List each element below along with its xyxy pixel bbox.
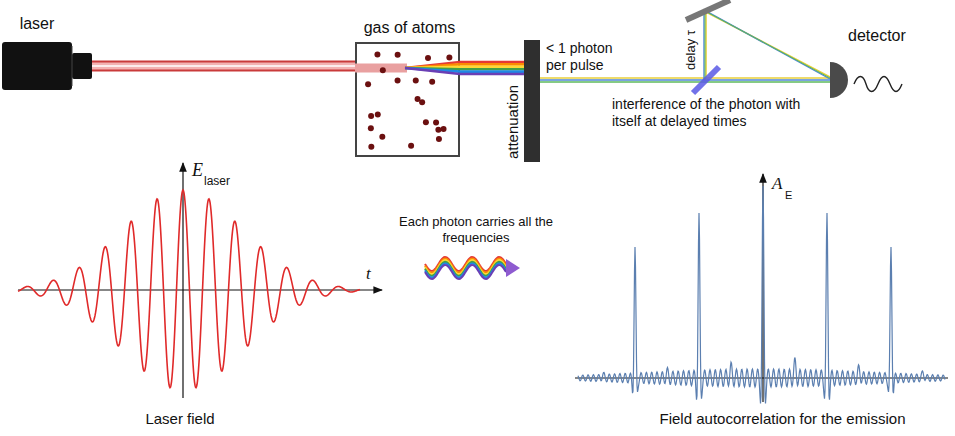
plot-caption: Field autocorrelation for the emission bbox=[615, 410, 950, 428]
delay-arm-beam bbox=[704, 10, 830, 80]
label-holder: E bbox=[785, 189, 801, 202]
atom-dot bbox=[446, 55, 452, 61]
emission-beam bbox=[460, 62, 524, 74]
atom-dot bbox=[380, 67, 386, 73]
atom-dot bbox=[425, 55, 431, 61]
atom-dot bbox=[395, 77, 401, 83]
laser-source: laser bbox=[2, 42, 92, 90]
beam-band bbox=[460, 70, 524, 73]
atom-dot bbox=[413, 77, 419, 83]
autocorrelation-curve bbox=[578, 186, 945, 403]
gas-cell: gas of atoms bbox=[355, 42, 460, 157]
beam-band bbox=[460, 73, 524, 76]
plot-caption: Laser field bbox=[80, 410, 280, 428]
atom-dot bbox=[368, 113, 374, 119]
label-holder: t bbox=[366, 264, 380, 284]
node-label: attenuation bbox=[504, 85, 522, 159]
node-label: detector bbox=[848, 26, 928, 45]
atom-dot bbox=[441, 126, 447, 132]
laser-field-curve bbox=[18, 190, 360, 388]
label-holder: gas of atoms bbox=[347, 18, 472, 37]
gas-cell-shape bbox=[355, 42, 460, 157]
laser-seam bbox=[72, 46, 73, 86]
laser-beam bbox=[92, 66, 355, 67]
beam-band bbox=[460, 61, 524, 64]
axis-subscript: laser bbox=[204, 174, 244, 188]
atom-dot bbox=[368, 144, 374, 150]
atom-dot bbox=[395, 52, 401, 58]
atom-dot bbox=[423, 119, 429, 125]
label-holder: Each photon carries all the frequencies bbox=[396, 214, 556, 245]
beam-core bbox=[92, 63, 355, 70]
atom-dot bbox=[429, 79, 435, 85]
atom-dot bbox=[379, 134, 385, 140]
node-label: laser bbox=[2, 14, 72, 33]
beam-band bbox=[460, 66, 524, 69]
atom-dot bbox=[368, 125, 374, 131]
atom-dot bbox=[408, 143, 414, 149]
atom-dot bbox=[435, 127, 441, 133]
atom-dot bbox=[433, 120, 439, 126]
laser-body bbox=[2, 42, 72, 90]
atom-dot bbox=[415, 96, 421, 102]
atom-dot bbox=[374, 52, 380, 58]
photon-note: < 1 photon per pulse bbox=[546, 40, 630, 74]
beam-band bbox=[460, 63, 524, 66]
field-axis bbox=[182, 163, 183, 398]
detector: detector bbox=[830, 60, 852, 100]
plot-curves bbox=[18, 186, 945, 403]
beam-edge bbox=[92, 61, 355, 72]
label-holder: laser bbox=[204, 174, 244, 188]
single-photon-beam bbox=[540, 78, 830, 82]
laser-beam-inside bbox=[355, 64, 407, 73]
photon-caption: Each photon carries all the frequencies bbox=[396, 214, 556, 245]
beam-band bbox=[540, 81, 830, 83]
label-holder: laser bbox=[2, 14, 72, 33]
label-holder: Laser field bbox=[80, 410, 280, 428]
interference-note: interference of the photon with itself a… bbox=[612, 96, 827, 130]
attenuator: attenuation bbox=[524, 40, 540, 162]
mirror bbox=[686, 0, 730, 20]
node-label: gas of atoms bbox=[347, 18, 472, 37]
laser-nozzle bbox=[72, 53, 92, 79]
photon-wave-head bbox=[506, 259, 520, 277]
beam-center bbox=[92, 65, 355, 67]
emission-beam-inside bbox=[405, 68, 460, 74]
axis-symbol: t bbox=[366, 264, 380, 284]
axis-subscript: E bbox=[785, 189, 801, 202]
atom-dot bbox=[436, 136, 442, 142]
photon-wave bbox=[425, 265, 506, 279]
detector-body bbox=[830, 62, 848, 98]
beam-band bbox=[460, 68, 524, 71]
laser-source-shape bbox=[2, 42, 92, 90]
beam-band bbox=[540, 79, 830, 81]
delay-label: delay τ bbox=[683, 30, 699, 70]
beam-splitter bbox=[693, 67, 719, 93]
delay-arm-beam bbox=[706, 12, 830, 80]
detector-shape bbox=[830, 60, 852, 100]
beam-band bbox=[540, 77, 830, 79]
label-holder: < 1 photon per pulse bbox=[546, 40, 630, 74]
label-holder: detector bbox=[848, 26, 928, 45]
atom-dot bbox=[375, 112, 381, 118]
detector-signal bbox=[854, 77, 902, 92]
label-holder: Field autocorrelation for the emission bbox=[615, 410, 950, 428]
delay-arm-beam bbox=[705, 11, 830, 80]
atom-dot bbox=[365, 81, 371, 87]
label-holder: interference of the photon with itself a… bbox=[612, 96, 827, 130]
